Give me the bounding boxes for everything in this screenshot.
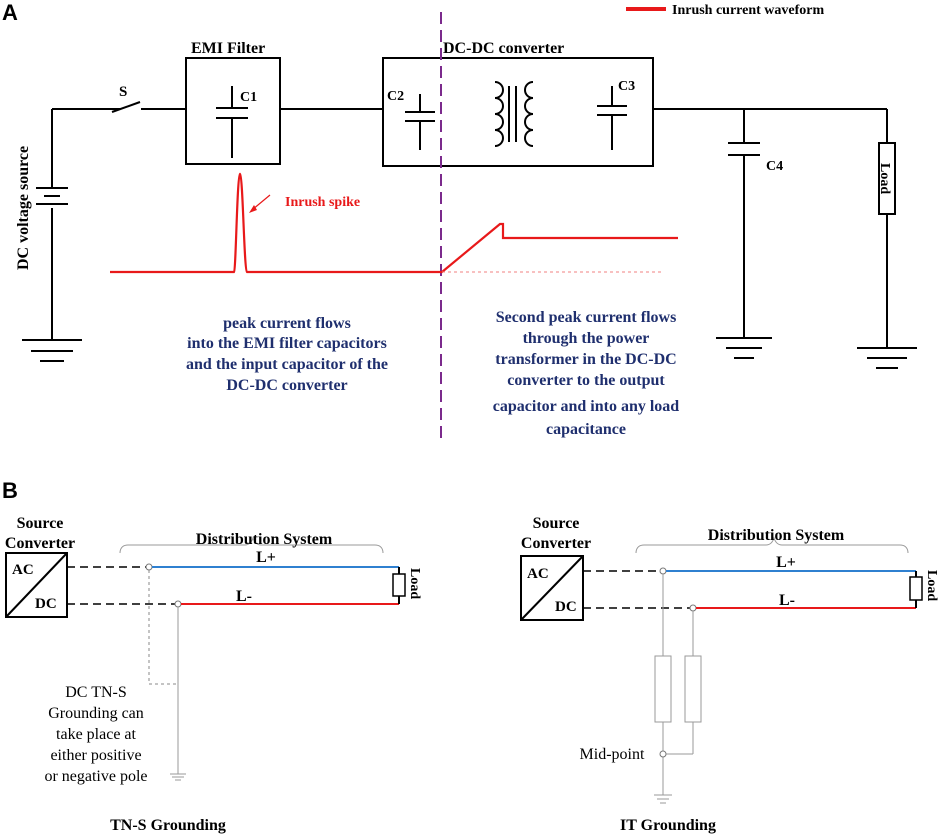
spike-label: Inrush spike [285,195,360,210]
desc-line: peak current flows [223,315,351,332]
tns-dc-label: DC [35,596,57,612]
it-node [689,604,697,612]
c3-label: C3 [618,79,635,94]
right-description: Second peak current flows through the po… [493,309,680,438]
desc-line: capacitor and into any load [493,398,680,415]
note-line: either positive [50,747,141,764]
desc-line: Second peak current flows [496,309,677,326]
tns-lplus-label: L+ [256,549,276,566]
tns-lminus-label: L- [236,588,252,605]
tns-source-title: Converter [5,535,75,552]
emi-filter-box [185,57,281,165]
dcdc-box [382,57,654,167]
it-node [659,567,667,575]
legend-label: Inrush current waveform [672,3,825,18]
panel-b-label: B [2,478,18,503]
ground-icon [170,773,186,781]
tns-load-label: Load [407,568,422,599]
it-source-title: Converter [521,535,591,552]
it-converter-diagonal [520,555,584,621]
note-line: Grounding can [48,705,144,722]
transformer-icon [494,81,534,147]
c1-label: C1 [240,90,257,105]
dc-source-label: DC voltage source [15,146,32,270]
panel-a-label: A [2,0,18,25]
ground-icon [716,337,772,359]
tns-note: DC TN-S Grounding can take place at eith… [44,684,147,785]
it-midpoint-network [654,574,702,795]
it-lplus-label: L+ [776,554,796,571]
it-system-label: Distribution System [708,527,845,544]
capacitor-icon [728,142,760,156]
desc-line: DC-DC converter [226,377,347,394]
it-midpoint-label: Mid-point [580,746,645,763]
battery-icon [36,187,68,205]
it-system-brace [635,536,909,554]
tns-ac-label: AC [12,562,34,578]
capacitor-icon [216,86,248,158]
it-converter-box [520,555,584,621]
desc-line: converter to the output [507,372,665,389]
tns-system-label: Distribution System [196,531,333,548]
desc-line: into the EMI filter capacitors [187,335,387,352]
ground-icon [857,347,917,369]
desc-line: through the power [523,330,650,347]
desc-line: capacitance [546,421,626,438]
tns-node [174,600,182,608]
it-load-label: Load [924,570,939,601]
spike-arrowhead [249,205,257,213]
tns-caption: TN-S Grounding [110,817,226,834]
it-caption: IT Grounding [620,817,716,834]
switch-label: S [119,84,127,100]
ground-icon [22,339,82,362]
capacitor-icon [405,94,435,150]
tns-load-resistor [392,573,406,597]
load-label: Load [877,163,892,194]
note-line: or negative pole [44,768,147,785]
ground-icon [654,794,672,804]
dcdc-title: DC-DC converter [443,40,564,57]
desc-line: transformer in the DC-DC [495,351,676,368]
note-line: DC TN-S [65,684,127,701]
it-source-title: Source [533,515,580,532]
c2-label: C2 [387,89,404,104]
tns-converter-box [5,552,68,618]
tns-node [145,563,153,571]
left-description: peak current flows into the EMI filter c… [186,315,388,394]
it-load-resistor [909,576,923,601]
inrush-waveform [110,172,678,274]
tns-converter-diagonal [5,552,68,618]
tns-system-brace [119,536,384,554]
c4-label: C4 [766,159,783,174]
it-dc-label: DC [555,599,577,615]
load-resistor [878,142,896,215]
it-lminus-label: L- [779,592,795,609]
note-line: take place at [56,726,137,743]
emi-filter-title: EMI Filter [191,40,265,57]
it-midpoint-node [659,750,667,758]
tns-source-title: Source [17,515,64,532]
capacitor-icon [597,86,627,150]
desc-line: and the input capacitor of the [186,356,388,373]
it-ac-label: AC [527,566,549,582]
tns-optional-ground [148,570,178,685]
circuit-wiring [51,101,888,348]
